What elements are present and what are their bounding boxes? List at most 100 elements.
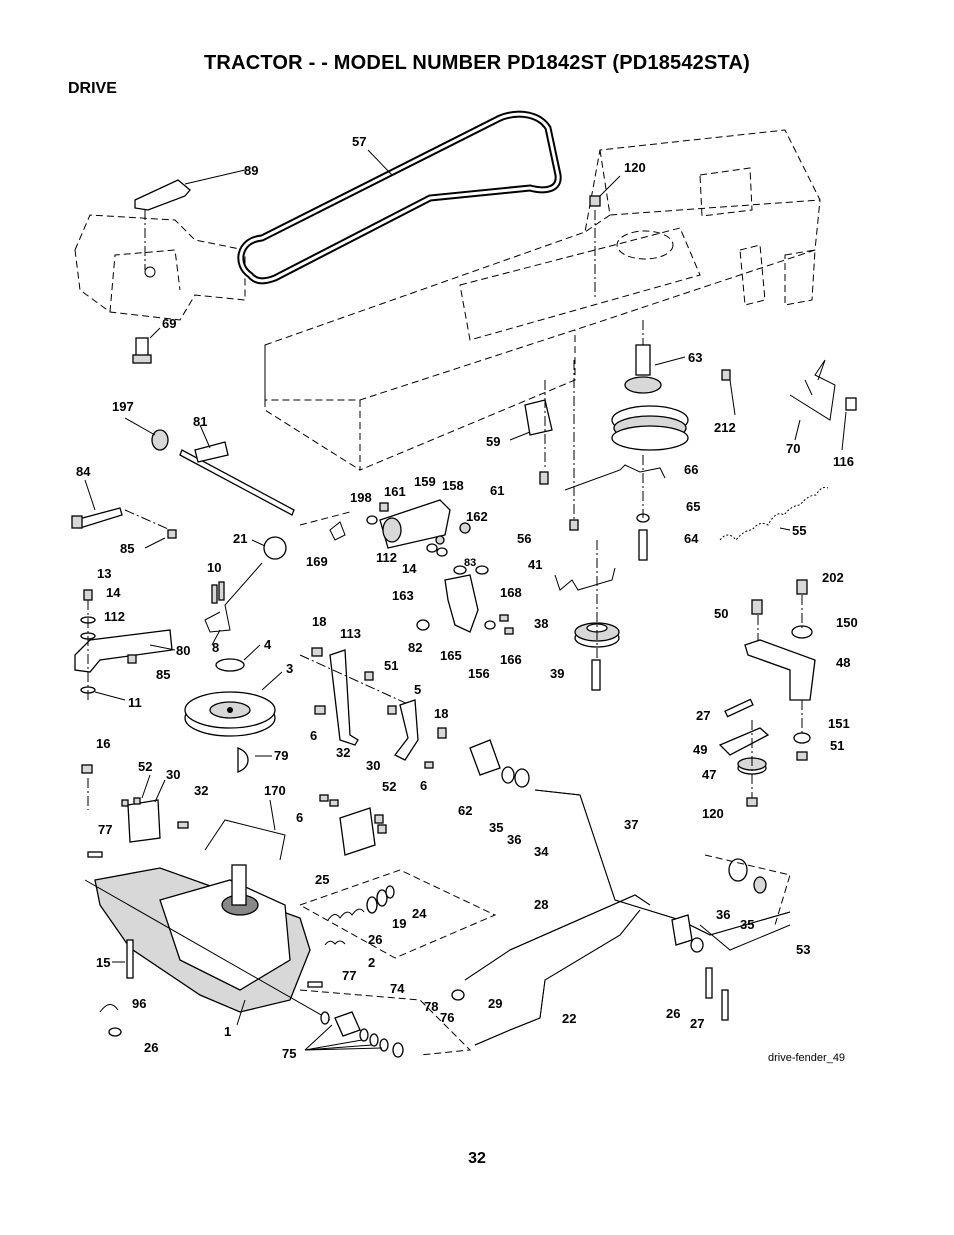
- part-57-drive-belt: [237, 110, 562, 285]
- part-120-nut: [589, 175, 621, 300]
- callout-65: 65: [686, 499, 700, 514]
- part-165-bracket: [444, 565, 489, 633]
- callout-82: 82: [408, 640, 422, 655]
- callout-158: 158: [442, 478, 464, 493]
- part-2-spring: [324, 940, 346, 946]
- section-heading: DRIVE: [68, 80, 117, 97]
- callout-36b: 36: [716, 907, 730, 922]
- callout-116: 116: [833, 454, 854, 469]
- part-1-transaxle: [84, 864, 331, 1026]
- callout-113: 113: [340, 626, 361, 641]
- callout-26c: 26: [144, 1040, 158, 1055]
- part-29-bushing: [451, 989, 465, 1001]
- callout-81: 81: [193, 414, 207, 429]
- part-89-bracket: [134, 169, 246, 270]
- part-8-shift-lever: [204, 562, 263, 646]
- callout-84: 84: [76, 464, 91, 479]
- part-82-nut: [416, 619, 430, 631]
- part-38-pulley: [574, 540, 620, 691]
- callout-61: 61: [490, 483, 504, 498]
- part-53-rod: [699, 924, 791, 951]
- callout-165: 165: [440, 648, 462, 663]
- part-36-washer-right: [704, 854, 791, 926]
- callout-53: 53: [796, 942, 810, 957]
- callout-85b: 85: [156, 667, 170, 682]
- callout-27b: 27: [690, 1016, 704, 1031]
- callout-75: 75: [282, 1046, 296, 1061]
- part-26-bracket-right: [671, 914, 729, 1021]
- callout-77b: 77: [342, 968, 356, 983]
- callout-25: 25: [315, 872, 329, 887]
- callout-79: 79: [274, 748, 288, 763]
- part-59-bracket: [509, 360, 579, 531]
- callout-76: 76: [440, 1010, 454, 1025]
- part-66-rod: [564, 464, 666, 491]
- callout-52: 52: [138, 759, 152, 774]
- callout-159: 159: [414, 474, 436, 489]
- callout-13: 13: [97, 566, 111, 581]
- callout-198: 198: [350, 490, 372, 505]
- callout-3: 3: [286, 661, 293, 676]
- callout-19: 19: [392, 916, 406, 931]
- callout-49: 49: [693, 742, 707, 757]
- part-21-knob: [251, 536, 287, 560]
- callout-30: 30: [166, 767, 180, 782]
- part-10-screws: [211, 581, 225, 604]
- callout-169: 169: [306, 554, 328, 569]
- callout-1: 1: [224, 1024, 231, 1039]
- callout-14: 14: [402, 561, 417, 576]
- part-85-nut: [144, 529, 177, 549]
- part-5-bracket: [394, 699, 447, 769]
- callout-120: 120: [624, 160, 646, 175]
- callout-11: 11: [128, 695, 142, 710]
- callout-5: 5: [414, 682, 421, 697]
- callout-112: 112: [376, 550, 397, 565]
- part-34-rod: [534, 789, 791, 936]
- callout-50: 50: [714, 606, 728, 621]
- callout-37: 37: [624, 817, 638, 832]
- part-55-spring: [719, 486, 829, 541]
- callout-112b: 112: [104, 609, 125, 624]
- callout-18b: 18: [434, 706, 448, 721]
- callout-2: 2: [368, 955, 375, 970]
- part-47-idler: [718, 698, 811, 807]
- part-84-lever: [71, 479, 176, 533]
- callout-168: 168: [500, 585, 522, 600]
- callout-39: 39: [550, 666, 564, 681]
- callout-35b: 35: [740, 917, 754, 932]
- part-77-pin: [87, 851, 323, 988]
- part-74-spacer: [299, 989, 472, 1058]
- callout-32b: 32: [194, 783, 208, 798]
- callout-70: 70: [786, 441, 800, 456]
- callout-41: 41: [528, 557, 542, 572]
- callout-16: 16: [96, 736, 110, 751]
- callout-57: 57: [352, 134, 366, 149]
- part-63-idler-pulley: [611, 320, 689, 451]
- callout-85: 85: [120, 541, 134, 556]
- part-116-bolt: [841, 397, 857, 451]
- callout-26b: 26: [666, 1006, 680, 1021]
- part-16-nut: [81, 764, 93, 810]
- callout-28: 28: [534, 897, 548, 912]
- fender-outline: [74, 214, 246, 321]
- callout-35: 35: [489, 820, 503, 835]
- callout-74: 74: [390, 981, 405, 996]
- callout-8: 8: [212, 640, 219, 655]
- callout-24: 24: [412, 906, 427, 921]
- callout-6c: 6: [296, 810, 303, 825]
- part-69-bolt: [132, 327, 161, 364]
- callout-29: 29: [488, 996, 502, 1011]
- page-title: TRACTOR - - MODEL NUMBER PD1842ST (PD185…: [204, 52, 750, 74]
- callout-36: 36: [507, 832, 521, 847]
- callout-69: 69: [162, 316, 176, 331]
- callout-6: 6: [310, 728, 317, 743]
- part-62-spacer: [469, 739, 530, 788]
- callout-10: 10: [207, 560, 221, 575]
- callout-63: 63: [688, 350, 702, 365]
- callout-89: 89: [244, 163, 258, 178]
- part-79-key: [237, 747, 272, 773]
- callout-197: 197: [112, 399, 134, 414]
- callout-150: 150: [836, 615, 858, 630]
- part-22-rod: [474, 909, 641, 1046]
- part-96-clip: [99, 1004, 122, 1037]
